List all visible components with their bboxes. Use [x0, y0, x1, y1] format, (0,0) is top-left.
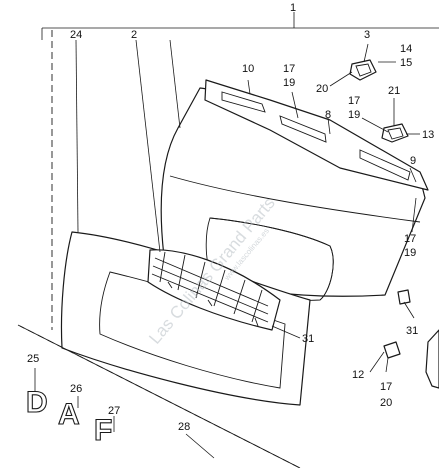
callout-27: 27 — [108, 405, 120, 417]
callout-15: 15 — [400, 57, 412, 69]
callout-1: 1 — [290, 2, 296, 14]
callout-3: 3 — [364, 29, 370, 41]
clip-part-31-right — [397, 289, 411, 305]
logo-letter-a: A — [58, 398, 80, 431]
callout-17-mid: 17 — [348, 95, 360, 107]
callout-21: 21 — [388, 85, 400, 97]
leader-lines — [34, 39, 420, 459]
top-trim-strip — [204, 79, 429, 191]
assembly-bracket — [41, 12, 439, 40]
callout-19-mid: 19 — [348, 109, 360, 121]
clip-part-12 — [383, 341, 401, 359]
callout-13: 13 — [422, 129, 434, 141]
callout-25: 25 — [27, 353, 39, 365]
callout-31-right: 31 — [406, 325, 418, 337]
callout-14: 14 — [400, 43, 412, 55]
callout-12: 12 — [352, 369, 364, 381]
callout-10: 10 — [242, 63, 254, 75]
callout-19-top: 19 — [283, 77, 295, 89]
callout-31: 31 — [302, 333, 314, 345]
daf-logo: D A F — [25, 385, 112, 447]
logo-letter-d: D — [26, 386, 48, 419]
callout-19-right: 19 — [404, 247, 416, 259]
callout-24: 24 — [70, 29, 82, 41]
bottom-moulding-part — [19, 325, 301, 468]
callout-9: 9 — [410, 155, 416, 167]
callout-2: 2 — [131, 29, 137, 41]
callout-28: 28 — [178, 421, 190, 433]
callout-17-top: 17 — [283, 63, 295, 75]
callout-26: 26 — [70, 383, 82, 395]
clip-part-3 — [349, 59, 377, 81]
callout-20-top: 20 — [316, 83, 328, 95]
callout-8: 8 — [325, 109, 331, 121]
clip-part-21 — [381, 123, 409, 143]
callout-20-bottom: 20 — [380, 397, 392, 409]
callout-17-bottom: 17 — [380, 381, 392, 393]
logo-letter-f: F — [94, 414, 112, 447]
callout-17-right: 17 — [404, 233, 416, 245]
mesh-grille-part — [147, 249, 281, 331]
side-cap-part — [425, 329, 439, 389]
callout-labels: 1 24 2 3 14 15 10 17 19 20 21 17 19 8 13… — [27, 2, 434, 433]
